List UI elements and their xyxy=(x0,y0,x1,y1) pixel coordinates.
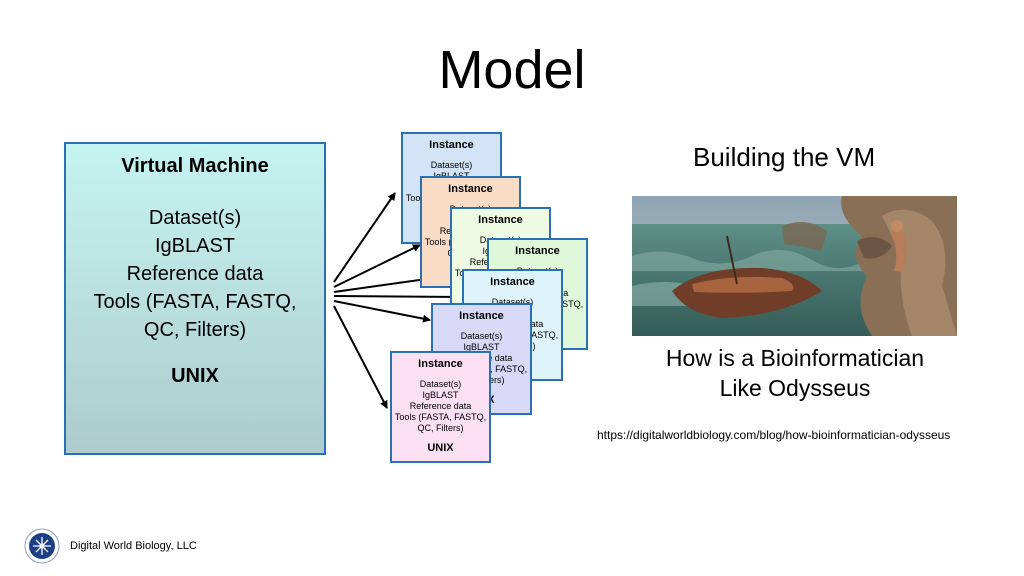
instance-os: UNIX xyxy=(427,442,454,454)
question-text: How is a Bioinformatician Like Odysseus xyxy=(610,343,980,403)
arrow-1 xyxy=(333,192,396,283)
instance-item: QC, Filters) xyxy=(417,423,464,433)
slide-title: Model xyxy=(438,40,586,100)
instance-title: Instance xyxy=(429,139,474,151)
vm-item-igblast: IgBLAST xyxy=(154,235,236,257)
instance-item: Dataset(s) xyxy=(419,379,462,389)
odysseus-painting xyxy=(632,196,957,336)
vm-item-qc: QC, Filters) xyxy=(143,319,247,341)
instance-title: Instance xyxy=(490,276,535,288)
instance-title: Instance xyxy=(478,214,523,226)
arrow-6 xyxy=(333,305,388,409)
arrow-4 xyxy=(333,292,463,301)
company-name: Digital World Biology, LLC xyxy=(70,540,197,552)
painting-image xyxy=(632,196,957,336)
instance-title: Instance xyxy=(515,245,560,257)
instance-item: Reference data xyxy=(409,401,472,411)
vm-item-tools: Tools (FASTA, FASTQ, xyxy=(93,291,297,313)
instance-item: Dataset(s) xyxy=(430,160,473,170)
vm-title: Virtual Machine xyxy=(121,155,269,177)
question-line-1: How is a Bioinformatician xyxy=(665,345,925,371)
instance-title: Instance xyxy=(418,358,463,370)
instance-title: Instance xyxy=(459,310,504,322)
company-logo-icon xyxy=(24,528,60,564)
vm-item-reference: Reference data xyxy=(126,263,264,285)
instance-item: IgBLAST xyxy=(463,342,500,352)
vm-item-dataset: Dataset(s) xyxy=(148,207,242,229)
virtual-machine-box: Virtual Machine Dataset(s) IgBLAST Refer… xyxy=(64,142,326,455)
instance-title: Instance xyxy=(448,183,493,195)
instance-item: Dataset(s) xyxy=(491,297,534,307)
instance-item: Dataset(s) xyxy=(460,331,503,341)
question-line-2: Like Odysseus xyxy=(719,375,871,401)
vm-components: Dataset(s) IgBLAST Reference data Tools … xyxy=(66,204,324,344)
instance-item: Tools (FASTA, FASTQ, xyxy=(394,412,487,422)
arrow-2 xyxy=(333,244,421,288)
vm-os: UNIX xyxy=(171,365,219,387)
instance-item: IgBLAST xyxy=(422,390,459,400)
arrow-5 xyxy=(333,300,431,323)
building-heading: Building the VM xyxy=(693,142,876,172)
blog-link[interactable]: https://digitalworldbiology.com/blog/how… xyxy=(597,428,951,442)
